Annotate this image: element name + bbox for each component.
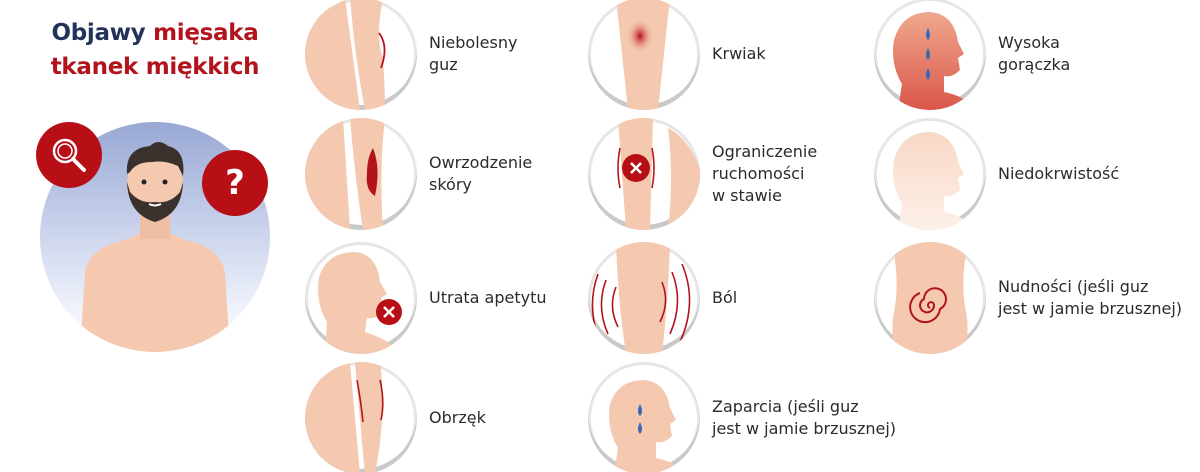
question-mark-icon: ? xyxy=(225,163,245,203)
symptom-label: Krwiak xyxy=(712,44,766,63)
symptom-item: Krwiak xyxy=(588,0,766,110)
fever-head-icon xyxy=(874,0,986,110)
symptom-item: Utrata apetytu xyxy=(305,242,547,354)
symptom-label: Niedokrwistość xyxy=(998,164,1120,183)
head-drops-icon xyxy=(588,362,700,472)
magnifier-icon xyxy=(52,138,86,172)
symptom-item: Owrzodzenie skóry xyxy=(305,118,532,230)
symptom-item: Obrzęk xyxy=(305,362,486,472)
symptom-label: Nudności (jeśli guz jest w jamie brzuszn… xyxy=(998,277,1183,318)
symptom-item: Niebolesny guz xyxy=(305,0,517,110)
pale-head-icon xyxy=(874,118,986,230)
question-badge: ? xyxy=(202,150,268,216)
man-figure-icon xyxy=(80,142,230,352)
page-title: Objawy mięsaka tkanek miękkich xyxy=(30,16,280,84)
symptom-item: Niedokrwistość xyxy=(874,118,1119,230)
title-line-2: tkanek miękkich xyxy=(50,54,260,80)
leg-lump-icon xyxy=(305,0,417,110)
symptom-label: Ból xyxy=(712,288,738,307)
symptom-label: Zaparcia (jeśli guz jest w jamie brzuszn… xyxy=(712,397,897,438)
bruise-icon xyxy=(588,0,700,110)
joint-restricted-icon xyxy=(588,118,700,230)
symptom-item: Wysoka gorączka xyxy=(874,0,1070,110)
pain-waves-icon xyxy=(588,242,700,354)
search-badge xyxy=(36,122,102,188)
symptom-label: Utrata apetytu xyxy=(429,288,547,307)
title-part-1: Objawy xyxy=(51,20,146,46)
arm-swelling-icon xyxy=(305,362,417,472)
head-no-eat-icon xyxy=(305,242,417,354)
stomach-spiral-icon xyxy=(874,242,986,354)
symptom-label: Ograniczenie ruchomości w stawie xyxy=(712,142,818,205)
skin-ulcer-icon xyxy=(305,118,417,230)
symptom-label: Owrzodzenie skóry xyxy=(429,153,533,194)
symptom-item: Nudności (jeśli guz jest w jamie brzuszn… xyxy=(874,242,1182,354)
title-part-2: mięsaka xyxy=(153,20,259,46)
symptom-item: Ból xyxy=(588,242,737,354)
symptom-label: Wysoka gorączka xyxy=(998,33,1071,74)
symptom-item: Ograniczenie ruchomości w stawie xyxy=(588,118,817,230)
symptom-item: Zaparcia (jeśli guz jest w jamie brzuszn… xyxy=(588,362,896,472)
symptom-label: Niebolesny guz xyxy=(429,33,518,74)
symptom-label: Obrzęk xyxy=(429,408,486,427)
